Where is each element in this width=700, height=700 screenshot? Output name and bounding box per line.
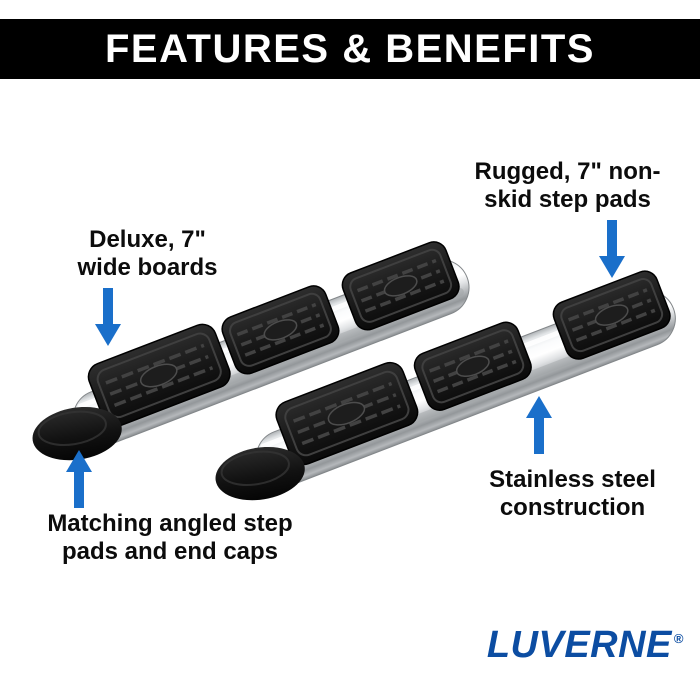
callout-rugged-line1: Rugged, 7" non- [474, 158, 661, 185]
running-board-front [215, 265, 676, 501]
callout-stainless-steel: Stainless steel construction [455, 466, 690, 521]
brand-logo: LUVERNE® [487, 624, 684, 667]
callout-stainless-line2: construction [499, 493, 646, 521]
running-board-rear [32, 236, 470, 461]
callout-matching-line1: Matching angled step [47, 510, 293, 537]
arrow-down-icon [95, 288, 121, 346]
callout-deluxe-boards: Deluxe, 7" wide boards [40, 226, 255, 281]
brand-name: LUVERNE [486, 624, 672, 666]
callout-rugged-step-pads: Rugged, 7" non- skid step pads [435, 158, 700, 213]
arrow-up-icon [66, 450, 92, 508]
banner: FEATURES & BENEFITS [0, 19, 700, 79]
arrow-up-icon [526, 396, 552, 454]
registered-mark-icon: ® [673, 631, 684, 647]
callout-matching-line2: pads and end caps [61, 537, 279, 565]
callout-stainless-line1: Stainless steel [489, 466, 656, 493]
end-cap [32, 406, 122, 461]
arrow-down-icon [599, 220, 625, 278]
callout-deluxe-line1: Deluxe, 7" [89, 226, 206, 253]
end-cap [215, 446, 305, 501]
callout-rugged-line2: skid step pads [484, 185, 651, 213]
callout-matching-end-caps: Matching angled step pads and end caps [30, 510, 310, 565]
banner-title: FEATURES & BENEFITS [104, 26, 595, 71]
callout-deluxe-line2: wide boards [77, 253, 218, 281]
